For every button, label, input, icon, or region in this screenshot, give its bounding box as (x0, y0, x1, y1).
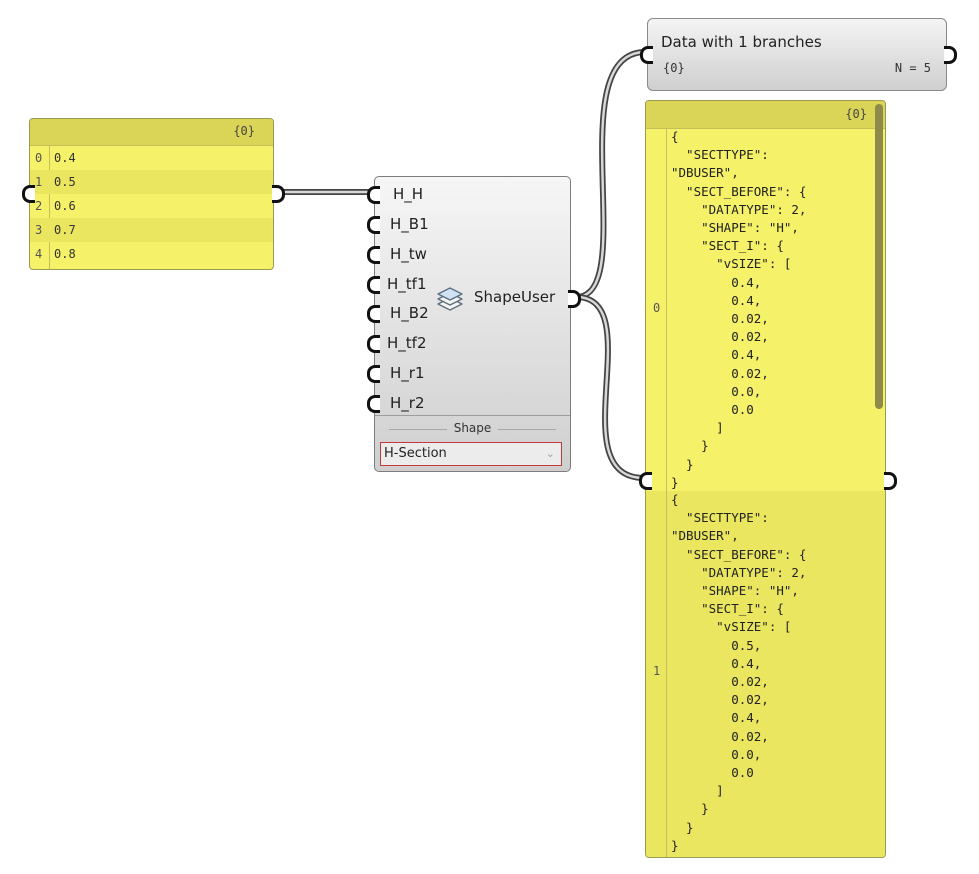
layers-icon (437, 287, 463, 311)
input-h-r2[interactable]: H_r2 (390, 394, 425, 412)
list-item[interactable]: 0 0.4 (30, 146, 273, 170)
index-column (30, 145, 50, 269)
input-grip-h-r1[interactable] (367, 365, 380, 383)
data-viewer-count: N = 5 (894, 61, 931, 75)
data-viewer-panel[interactable]: Data with 1 branches {0} N = 5 (647, 18, 947, 91)
item-index: 1 (653, 664, 661, 678)
shapeuser-component[interactable]: H_H H_B1 H_tw H_tf1 H_B2 H_tf2 H_r1 H_r2… (374, 176, 571, 472)
data-viewer-title: Data with 1 branches (661, 33, 822, 51)
item-index: 3 (35, 223, 43, 237)
component-name: ShapeUser (474, 288, 556, 306)
panel-header: {0} (30, 119, 273, 146)
json-panel-output-grip[interactable] (884, 472, 897, 490)
data-viewer-output-grip[interactable] (944, 46, 957, 64)
item-block-1-bg (646, 491, 885, 857)
scrollbar[interactable] (875, 104, 883, 409)
list-item[interactable]: 4 0.8 (30, 242, 273, 266)
input-grip-h-tw[interactable] (367, 246, 380, 264)
list-item[interactable]: 1 0.5 (30, 170, 273, 194)
dropdown-value: H-Section (384, 446, 447, 461)
item-index: 0 (35, 151, 43, 165)
json-item-0: { "SECTTYPE": "DBUSER", "SECT_BEFORE": {… (671, 129, 807, 490)
item-value: 0.8 (54, 247, 76, 261)
input-grip-h-tf1[interactable] (367, 276, 380, 294)
input-h-tf2[interactable]: H_tf2 (387, 334, 427, 352)
panel-path: {0} (233, 124, 255, 138)
input-h-b1[interactable]: H_B1 (390, 215, 429, 233)
item-value: 0.6 (54, 199, 76, 213)
item-value: 0.5 (54, 175, 76, 189)
panel-output-grip[interactable] (272, 185, 285, 203)
input-grip-h-h[interactable] (367, 186, 380, 204)
item-index: 4 (35, 247, 43, 261)
list-item[interactable]: 2 0.6 (30, 194, 273, 218)
item-value: 0.7 (54, 223, 76, 237)
item-index: 2 (35, 199, 43, 213)
json-item-1: { "SECTTYPE": "DBUSER", "SECT_BEFORE": {… (671, 492, 807, 853)
input-h-tf1[interactable]: H_tf1 (387, 275, 427, 293)
input-h-b2[interactable]: H_B2 (390, 304, 429, 322)
chevron-down-icon: ⌄ (545, 447, 555, 460)
shape-dropdown[interactable]: H-Section ⌄ (380, 442, 562, 466)
panel-input-grip[interactable] (22, 185, 35, 203)
item-value: 0.4 (54, 151, 76, 165)
json-output-panel[interactable]: {0} 0 { "SECTTYPE": "DBUSER", "SECT_BEFO… (645, 100, 886, 858)
input-h-h[interactable]: H_H (393, 185, 424, 203)
input-grip-h-b1[interactable] (367, 216, 380, 234)
list-item[interactable]: 3 0.7 (30, 218, 273, 242)
number-list-panel[interactable]: {0} 0 0.4 1 0.5 2 0.6 3 0.7 4 0.8 (29, 118, 274, 270)
data-viewer-path: {0} (663, 61, 685, 75)
data-viewer-input-grip[interactable] (640, 46, 653, 64)
json-panel-input-grip[interactable] (639, 472, 652, 490)
panel-header: {0} (646, 101, 885, 129)
input-grip-h-r2[interactable] (367, 395, 380, 413)
section-label: Shape (375, 421, 570, 435)
item-index: 0 (653, 301, 661, 315)
input-h-r1[interactable]: H_r1 (390, 364, 425, 382)
index-column (646, 128, 667, 857)
output-grip-shapeuser[interactable] (568, 290, 581, 308)
panel-path: {0} (845, 107, 867, 121)
item-index: 1 (35, 175, 43, 189)
input-h-tw[interactable]: H_tw (390, 245, 427, 263)
input-grip-h-tf2[interactable] (367, 335, 380, 353)
input-grip-h-b2[interactable] (367, 305, 380, 323)
section-divider (375, 415, 570, 416)
